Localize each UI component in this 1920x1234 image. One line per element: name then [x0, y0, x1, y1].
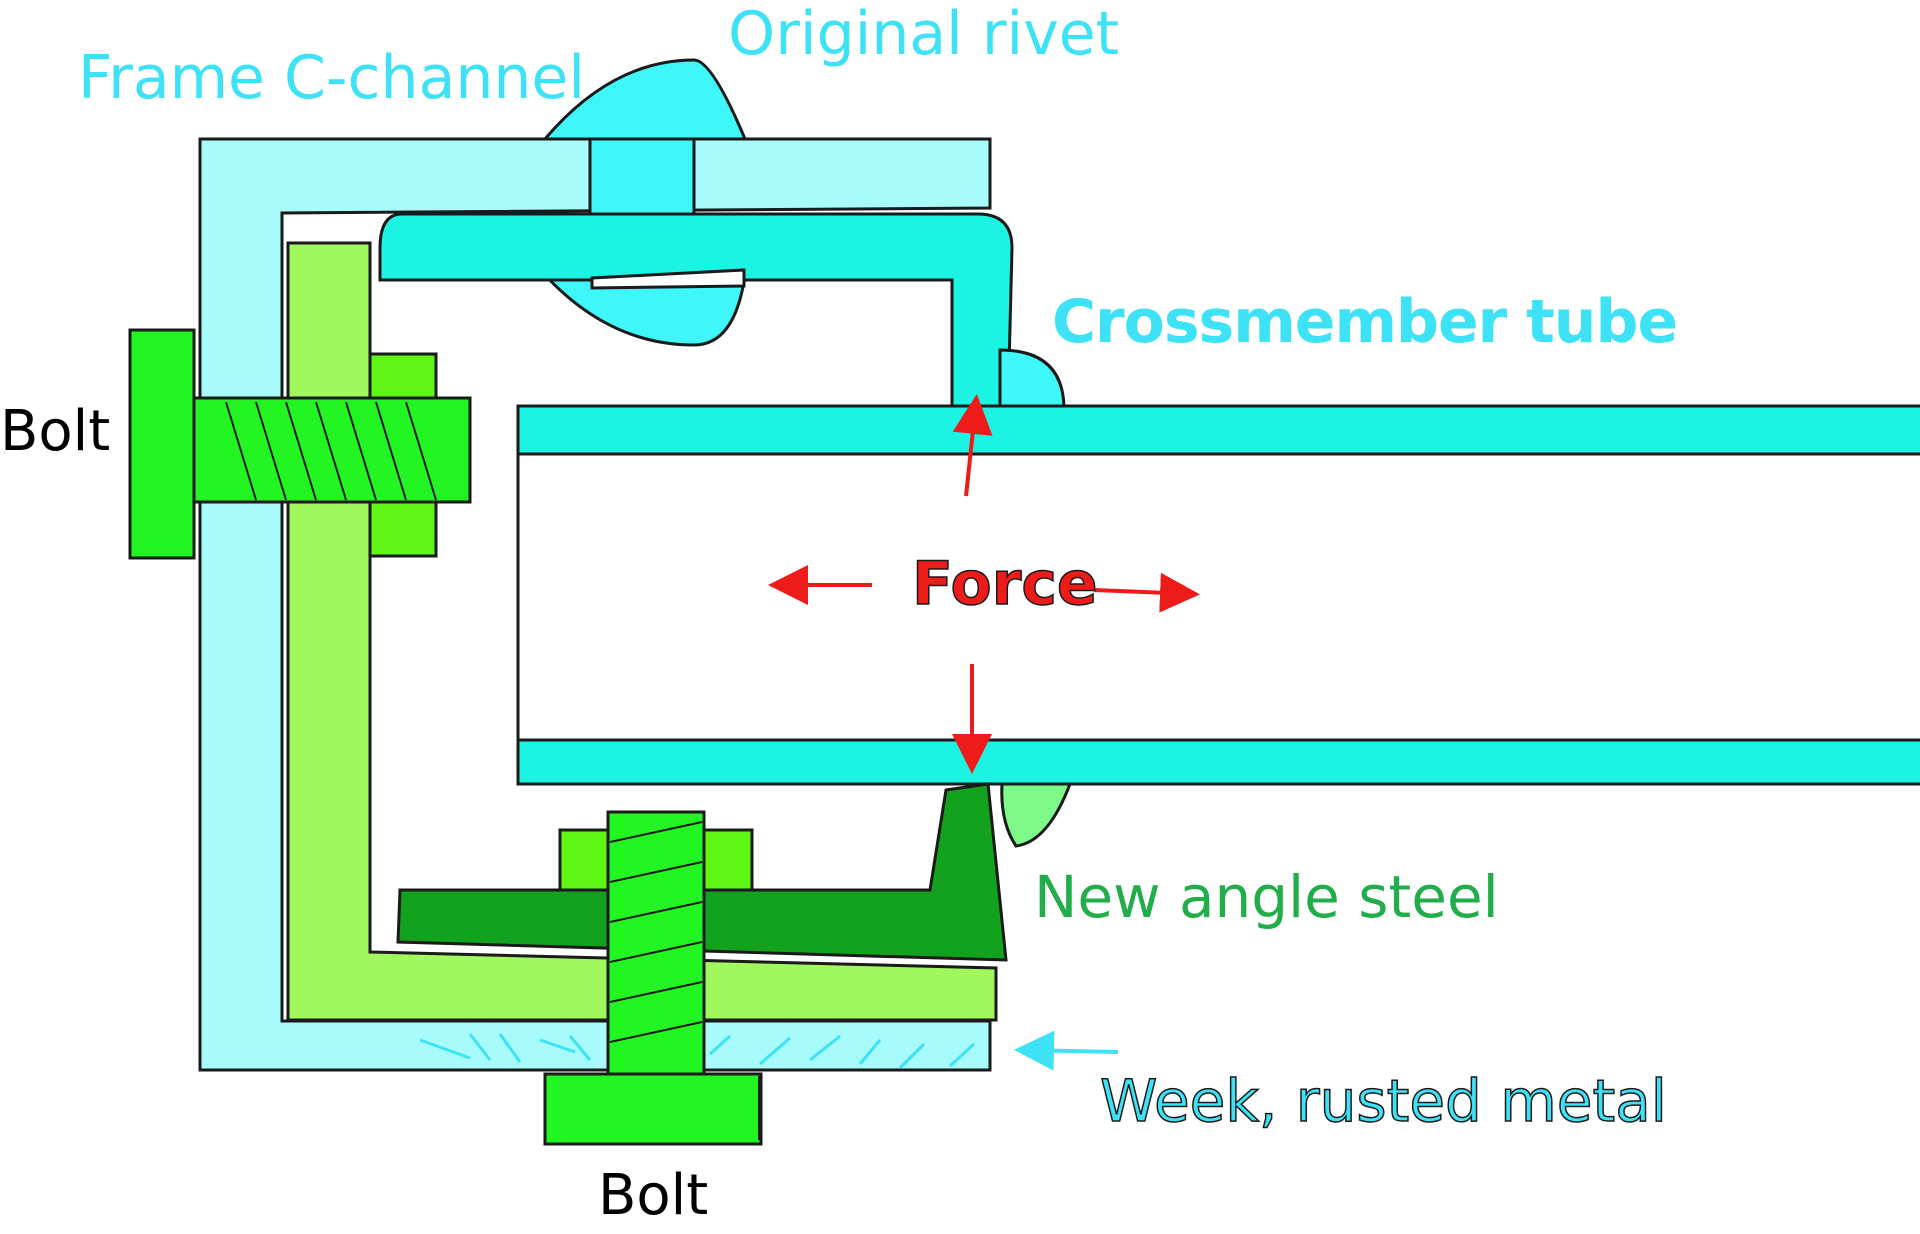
new-angle-steel [396, 782, 1008, 962]
force-arrow-right [1093, 572, 1200, 613]
bolt-top [128, 328, 472, 560]
bolt-bottom [543, 810, 763, 1146]
crossmember-tube [516, 404, 1920, 786]
rust-pointer-arrow [1014, 1030, 1119, 1071]
original-rivet [541, 58, 748, 347]
force-arrows [768, 394, 1200, 774]
force-arrow-up [952, 394, 993, 497]
original-rivet-label: Original rivet [728, 0, 1120, 69]
bolt-bottom-label: Bolt [598, 1163, 709, 1228]
weld-bead [1000, 782, 1073, 848]
rusted-metal-label: Week, rusted metal [1099, 1067, 1667, 1135]
force-label: Force [911, 549, 1098, 619]
new-angle-steel-label: New angle steel [1034, 863, 1499, 931]
frame-c-channel [198, 137, 992, 1072]
inner-angle-steel [286, 241, 998, 1022]
rust-marks [419, 1033, 976, 1070]
crossmember-tube-label: Crossmember tube [1052, 287, 1678, 357]
bolt-top-label: Bolt [0, 399, 111, 464]
frame-c-channel-label: Frame C-channel [78, 43, 585, 113]
